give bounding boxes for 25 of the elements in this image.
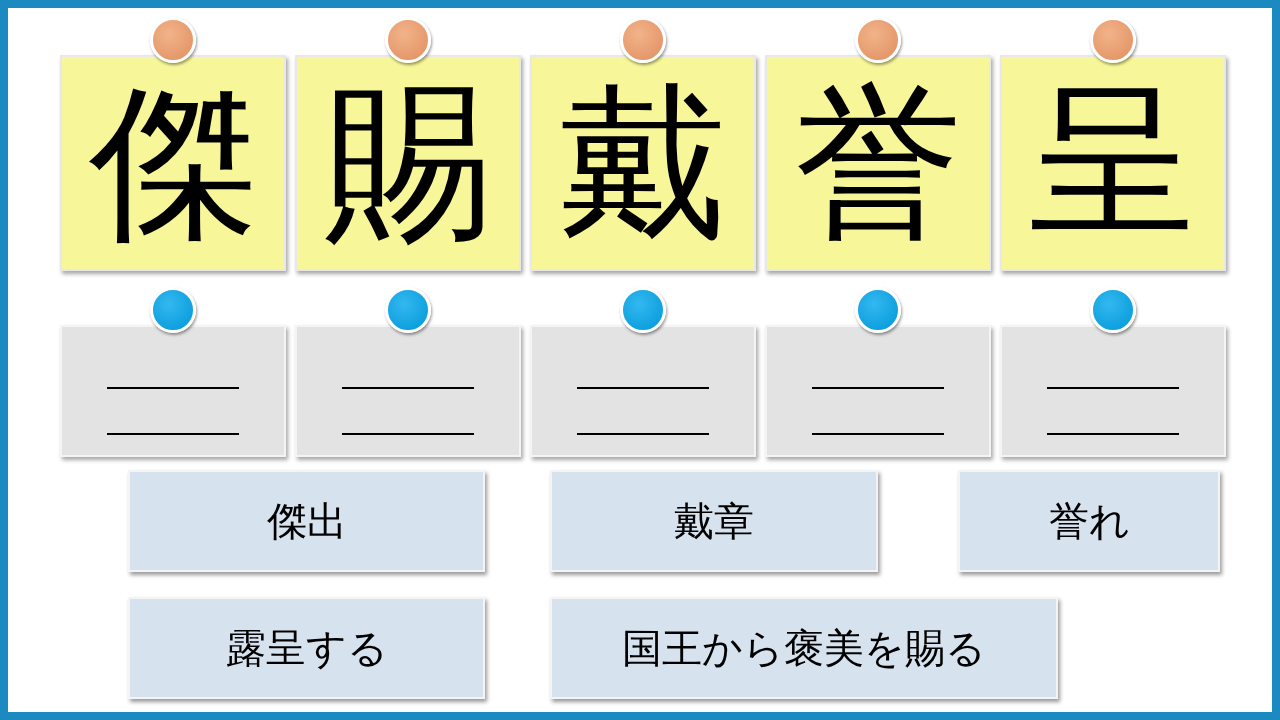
- kanji-card: [530, 55, 756, 271]
- kanji-character: 戴: [559, 79, 727, 247]
- word-label: 傑出: [266, 496, 347, 546]
- word-card: [550, 470, 878, 572]
- word-label: 誉れ: [1048, 496, 1130, 546]
- word-label: 国王から褒美を賜る: [622, 623, 986, 673]
- kanji-card: [765, 55, 991, 271]
- kanji-character: 傑: [89, 79, 257, 247]
- word-card: [958, 470, 1220, 572]
- answer-card: [765, 325, 991, 457]
- answer-card: [295, 325, 521, 457]
- word-card: [128, 470, 485, 572]
- answer-card: [60, 325, 286, 457]
- kanji-card: [60, 55, 286, 271]
- word-card: [550, 597, 1058, 699]
- kanji-card: [295, 55, 521, 271]
- kanji-character: 呈: [1029, 79, 1197, 247]
- kanji-character: 誉: [794, 79, 962, 247]
- answer-card: [1000, 325, 1226, 457]
- word-label: 露呈する: [225, 623, 388, 673]
- word-card: [128, 597, 485, 699]
- kanji-card: [1000, 55, 1226, 271]
- answer-card: [530, 325, 756, 457]
- kanji-character: 賜: [324, 79, 492, 247]
- word-label: 戴章: [674, 496, 754, 546]
